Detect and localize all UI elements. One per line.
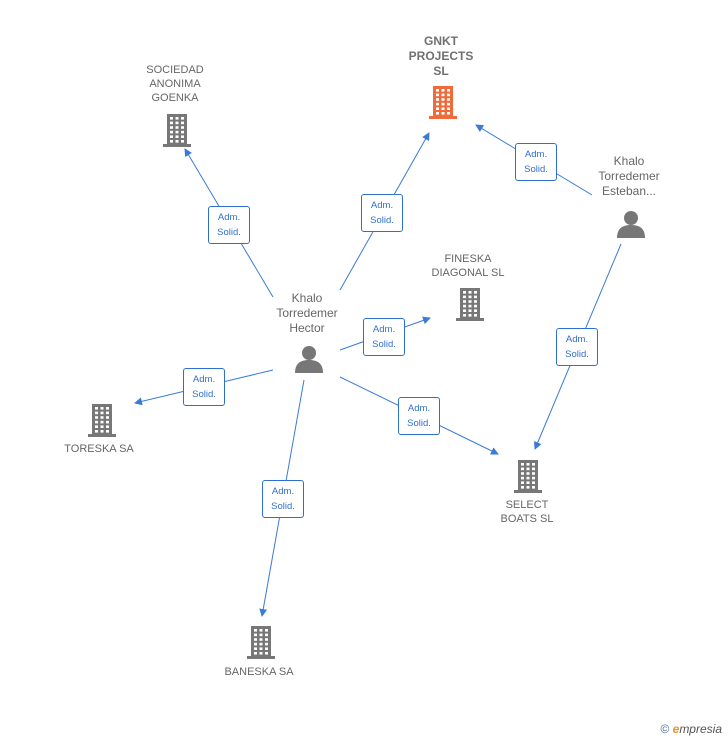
building-icon[interactable] <box>161 112 193 148</box>
edge-label-line1: Adm. <box>372 324 396 335</box>
edge-label[interactable]: Adm. Solid. <box>363 318 405 356</box>
building-icon[interactable] <box>454 286 486 322</box>
brand-logo-text: mpresia <box>679 722 722 736</box>
edge-label-line2: Solid. <box>192 389 216 400</box>
edge-label[interactable]: Adm. Solid. <box>398 397 440 435</box>
edge-label-line2: Solid. <box>407 418 431 429</box>
edge-label[interactable]: Adm. Solid. <box>361 194 403 232</box>
node-label-gnkt-projects[interactable]: GNKT PROJECTS SL <box>408 34 474 78</box>
edge-label-line2: Solid. <box>372 339 396 350</box>
node-label-fineska-diagonal[interactable]: FINESKA DIAGONAL SL <box>431 253 505 279</box>
building-icon[interactable] <box>86 402 118 438</box>
node-label-person-hector[interactable]: Khalo Torredemer Hector <box>276 291 338 335</box>
building-icon[interactable] <box>512 458 544 494</box>
edge-label-line1: Adm. <box>524 149 548 160</box>
edge-label-line1: Adm. <box>271 486 295 497</box>
node-label-person-esteban[interactable]: Khalo Torredemer Esteban... <box>598 154 660 198</box>
edge-label[interactable]: Adm. Solid. <box>183 368 225 406</box>
building-icon[interactable] <box>245 624 277 660</box>
copyright-icon: © <box>660 722 670 736</box>
edge-label-line2: Solid. <box>217 227 241 238</box>
edge-label-line1: Adm. <box>407 403 431 414</box>
node-label-sociedad-anonima-goenka[interactable]: SOCIEDAD ANONIMA GOENKA <box>146 64 204 104</box>
edge-label[interactable]: Adm. Solid. <box>556 328 598 366</box>
edge-label-line1: Adm. <box>217 212 241 223</box>
node-label-baneska[interactable]: BANESKA SA <box>224 666 294 678</box>
edge-label[interactable]: Adm. Solid. <box>262 480 304 518</box>
edge-label[interactable]: Adm. Solid. <box>208 206 250 244</box>
edge-label[interactable]: Adm. Solid. <box>515 143 557 181</box>
person-icon[interactable] <box>616 209 646 239</box>
building-icon[interactable] <box>427 84 459 120</box>
edge-label-line2: Solid. <box>271 501 295 512</box>
edge-label-line2: Solid. <box>524 164 548 175</box>
node-label-toreska[interactable]: TORESKA SA <box>64 443 134 455</box>
edge-label-line2: Solid. <box>370 215 394 226</box>
edge-label-line2: Solid. <box>565 349 589 360</box>
node-label-select-boats[interactable]: SELECT BOATS SL <box>500 499 554 525</box>
brand-logo-initial: e <box>672 722 680 736</box>
person-icon[interactable] <box>294 344 324 374</box>
edge-label-line1: Adm. <box>565 334 589 345</box>
footer-brand: © empresia <box>660 722 722 736</box>
edge-label-line1: Adm. <box>370 200 394 211</box>
edge-label-line1: Adm. <box>192 374 216 385</box>
